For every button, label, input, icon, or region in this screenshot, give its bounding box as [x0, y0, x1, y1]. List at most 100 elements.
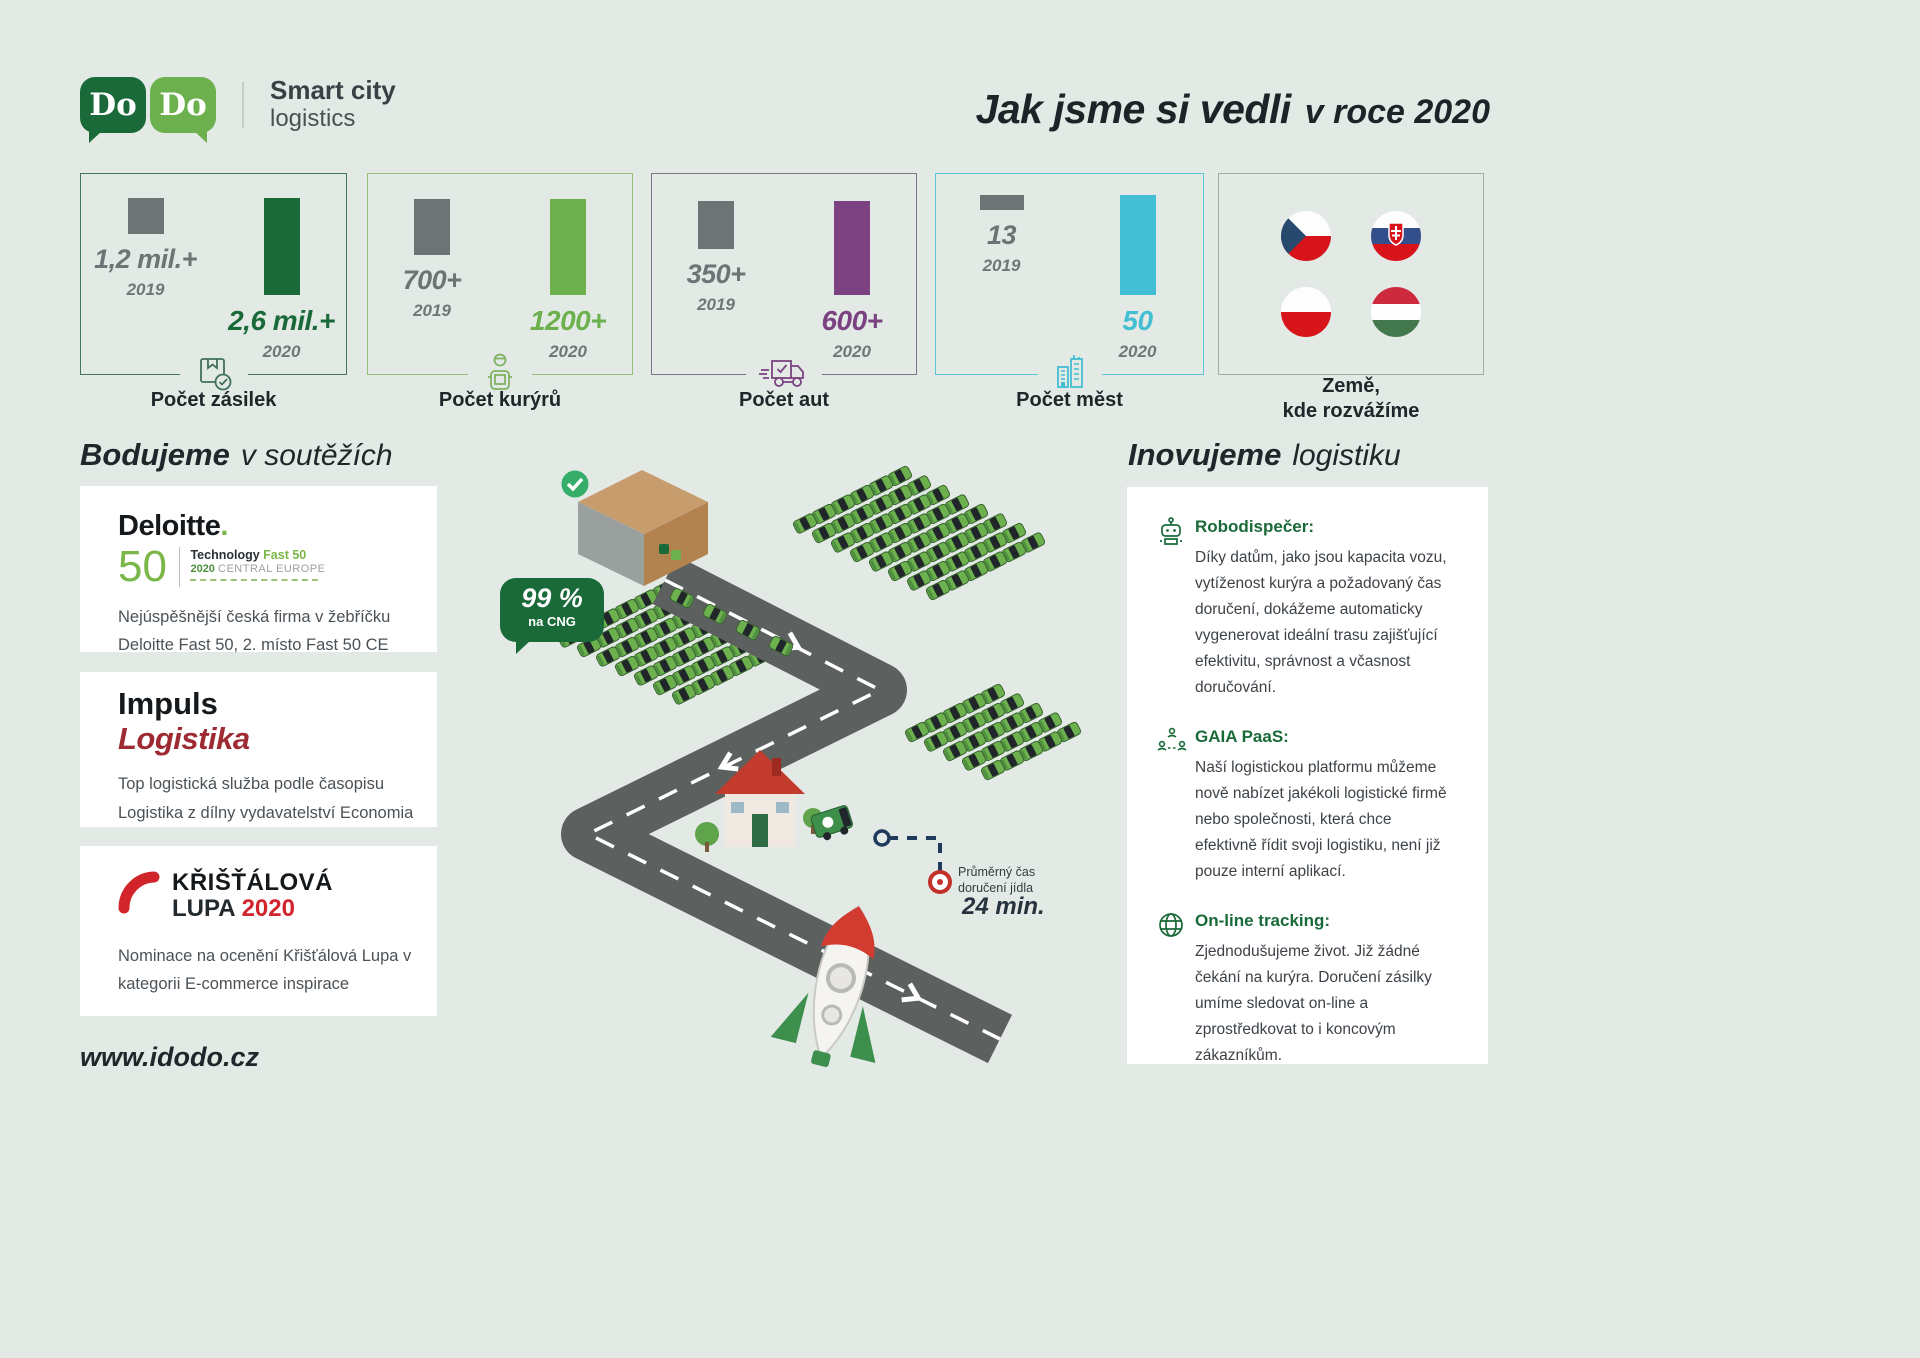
stat-year-2020: 2020: [549, 342, 587, 361]
deloitte-wordmark: Deloitte: [118, 510, 221, 542]
innovations-panel: Robodispečer: Díky datům, jako jsou kapa…: [1127, 487, 1488, 1064]
dodo-logo: Do Do Smart city logistics: [80, 75, 396, 143]
fast50-technology: Technology: [190, 548, 260, 562]
bar-2020: [263, 198, 300, 295]
stat-value-2020: 2,6 mil.+: [228, 305, 335, 336]
warehouse-logo-dark: [659, 544, 669, 554]
van-logo-dot: [822, 816, 834, 828]
innovation-item-robodispecer: Robodispečer: Díky datům, jako jsou kapa…: [1157, 517, 1460, 701]
cng-badge: 99 % na CNG: [500, 578, 604, 654]
road-arrow-icon: [901, 982, 923, 1003]
logo-text-left: Do: [89, 86, 137, 123]
stat-label-shipments: Počet zásilek: [150, 389, 277, 411]
fast50-sublines: Technology Fast 50 2020 CENTRAL EUROPE: [190, 545, 325, 581]
delivery-van: [810, 805, 854, 841]
stat-card-shipments: 1,2 mil.+ 2019 2,6 mil.+ 2020 Počet zási…: [80, 173, 347, 411]
bar-2019: [414, 199, 450, 255]
tree-icon: [695, 822, 719, 846]
innovation-text: Zjednodušujeme život. Již žádné čekání n…: [1195, 943, 1432, 1065]
tagline-line2: logistics: [270, 104, 356, 132]
bar-column-2020: 2,6 mil.+ 2020: [223, 198, 341, 362]
innovation-item-gaia-paas: GAIA PaaS: Naší logistickou platformu mů…: [1157, 727, 1460, 885]
award-card-impuls: Impuls Logistika Top logistická služba p…: [80, 672, 437, 827]
innovation-title: On-line tracking:: [1195, 911, 1331, 931]
people-network-icon: [1157, 727, 1187, 760]
stat-value-2019: 350+: [686, 259, 746, 289]
website-link[interactable]: www.idodo.cz: [80, 1042, 259, 1072]
bar-column-2020: 600+ 2020: [793, 201, 911, 362]
innovation-title: GAIA PaaS:: [1195, 727, 1289, 747]
impuls-wordmark: Impuls: [118, 686, 218, 721]
lupa-red-arc-icon: [118, 871, 160, 914]
bar-2020: [834, 201, 870, 295]
stats-row: 1,2 mil.+ 2019 2,6 mil.+ 2020 Počet zási…: [80, 173, 1484, 433]
bar-column-2019: 13 2019: [943, 195, 1061, 362]
warehouse: [558, 467, 708, 586]
stat-card-cities: 13 2019 50 2020 Počet měst: [935, 173, 1204, 411]
awards-heading-rest: v soutěžích: [240, 439, 393, 472]
lupa-line1: KŘIŠŤÁLOVÁ: [172, 869, 333, 896]
innovation-text: Díky datům, jako jsou kapacita vozu, vyt…: [1195, 549, 1447, 697]
cng-label: na CNG: [528, 613, 576, 629]
awards-heading-emphasis: Bodujeme: [80, 437, 230, 472]
countries-label-line1: Země,: [1322, 375, 1380, 397]
lupa-line2-red: 2020: [241, 895, 295, 923]
deloitte-award-text: Nejúspěšnější česká firma v žebříčku Del…: [118, 608, 391, 655]
cng-percentage: 99 %: [521, 583, 583, 613]
car-lot-top-right: [791, 464, 1047, 602]
robot-icon: [1157, 517, 1185, 552]
stat-card-countries: Země, kde rozvážíme: [1218, 173, 1484, 422]
stat-year-2020: 2020: [1118, 342, 1157, 361]
bar-2019: [127, 198, 164, 234]
delivery-time-value: 24 min.: [962, 893, 1045, 920]
stat-year-2019: 2019: [982, 256, 1021, 275]
stat-label-countries: Země, kde rozvážíme: [1219, 374, 1483, 424]
lupa-award-text: Nominace na ocenění Křišťálová Lupa v ka…: [118, 947, 412, 994]
fast50-year: 2020: [190, 563, 215, 575]
dodo-logo-bubbles: Do Do: [80, 76, 216, 143]
fast50-divider: [178, 547, 181, 587]
innovation-title: Robodispečer:: [1195, 517, 1315, 536]
bar-2020: [1119, 195, 1156, 295]
route-start-marker: [873, 829, 891, 847]
stat-year-2019: 2019: [697, 295, 735, 314]
stat-value-2020: 50: [1122, 305, 1153, 336]
bar-2020: [550, 199, 586, 295]
stat-card-couriers: 700+ 2019 1200+ 2020 Počet kurýr: [367, 173, 633, 411]
flag-slovakia-icon: [1371, 211, 1421, 261]
bar-column-2019: 1,2 mil.+ 2019: [87, 198, 205, 362]
stat-card-cars: 350+ 2019 600+ 2020 P: [651, 173, 917, 411]
flag-czech-republic-icon: [1281, 211, 1331, 261]
globe-icon: [1157, 911, 1185, 944]
impuls-award-text: Top logistická služba podle časopisu Log…: [118, 775, 414, 822]
stat-label-cities: Počet měst: [1016, 389, 1123, 411]
tagline-line1: Smart city: [270, 75, 396, 105]
country-flags: [1219, 174, 1483, 374]
lupa-line2-black: LUPA: [172, 895, 236, 923]
road-arrow-icon: [717, 751, 739, 772]
bar-2019: [698, 201, 734, 249]
flag-hungary-icon: [1371, 287, 1421, 337]
logo-text-right: Do: [159, 86, 207, 123]
stat-value-2019: 700+: [402, 265, 462, 295]
courier-icon: [468, 349, 532, 399]
city-buildings-icon: [1037, 349, 1102, 399]
countries-label-line2: kde rozvážíme: [1282, 400, 1420, 422]
award-card-deloitte: Deloitte. 50 Technology Fast 50 2020 CEN…: [80, 486, 437, 654]
stat-label-cars: Počet aut: [738, 389, 830, 411]
fast50-dotted-line: [190, 579, 319, 581]
innovations-heading-emphasis: Inovujeme: [1128, 437, 1282, 472]
bar-column-2020: 50 2020: [1079, 195, 1197, 362]
deloitte-logo: Deloitte.: [118, 510, 417, 543]
car-lot-right: [903, 682, 1083, 782]
fast50-region: CENTRAL EUROPE: [218, 563, 326, 575]
bar-column-2020: 1200+ 2020: [509, 199, 627, 362]
delivery-time-label: Průměrný čas doručení jídla: [958, 865, 1036, 896]
page-title-emphasis: Jak jsme si vedli: [975, 86, 1292, 132]
stat-value-2020: 1200+: [529, 305, 607, 336]
